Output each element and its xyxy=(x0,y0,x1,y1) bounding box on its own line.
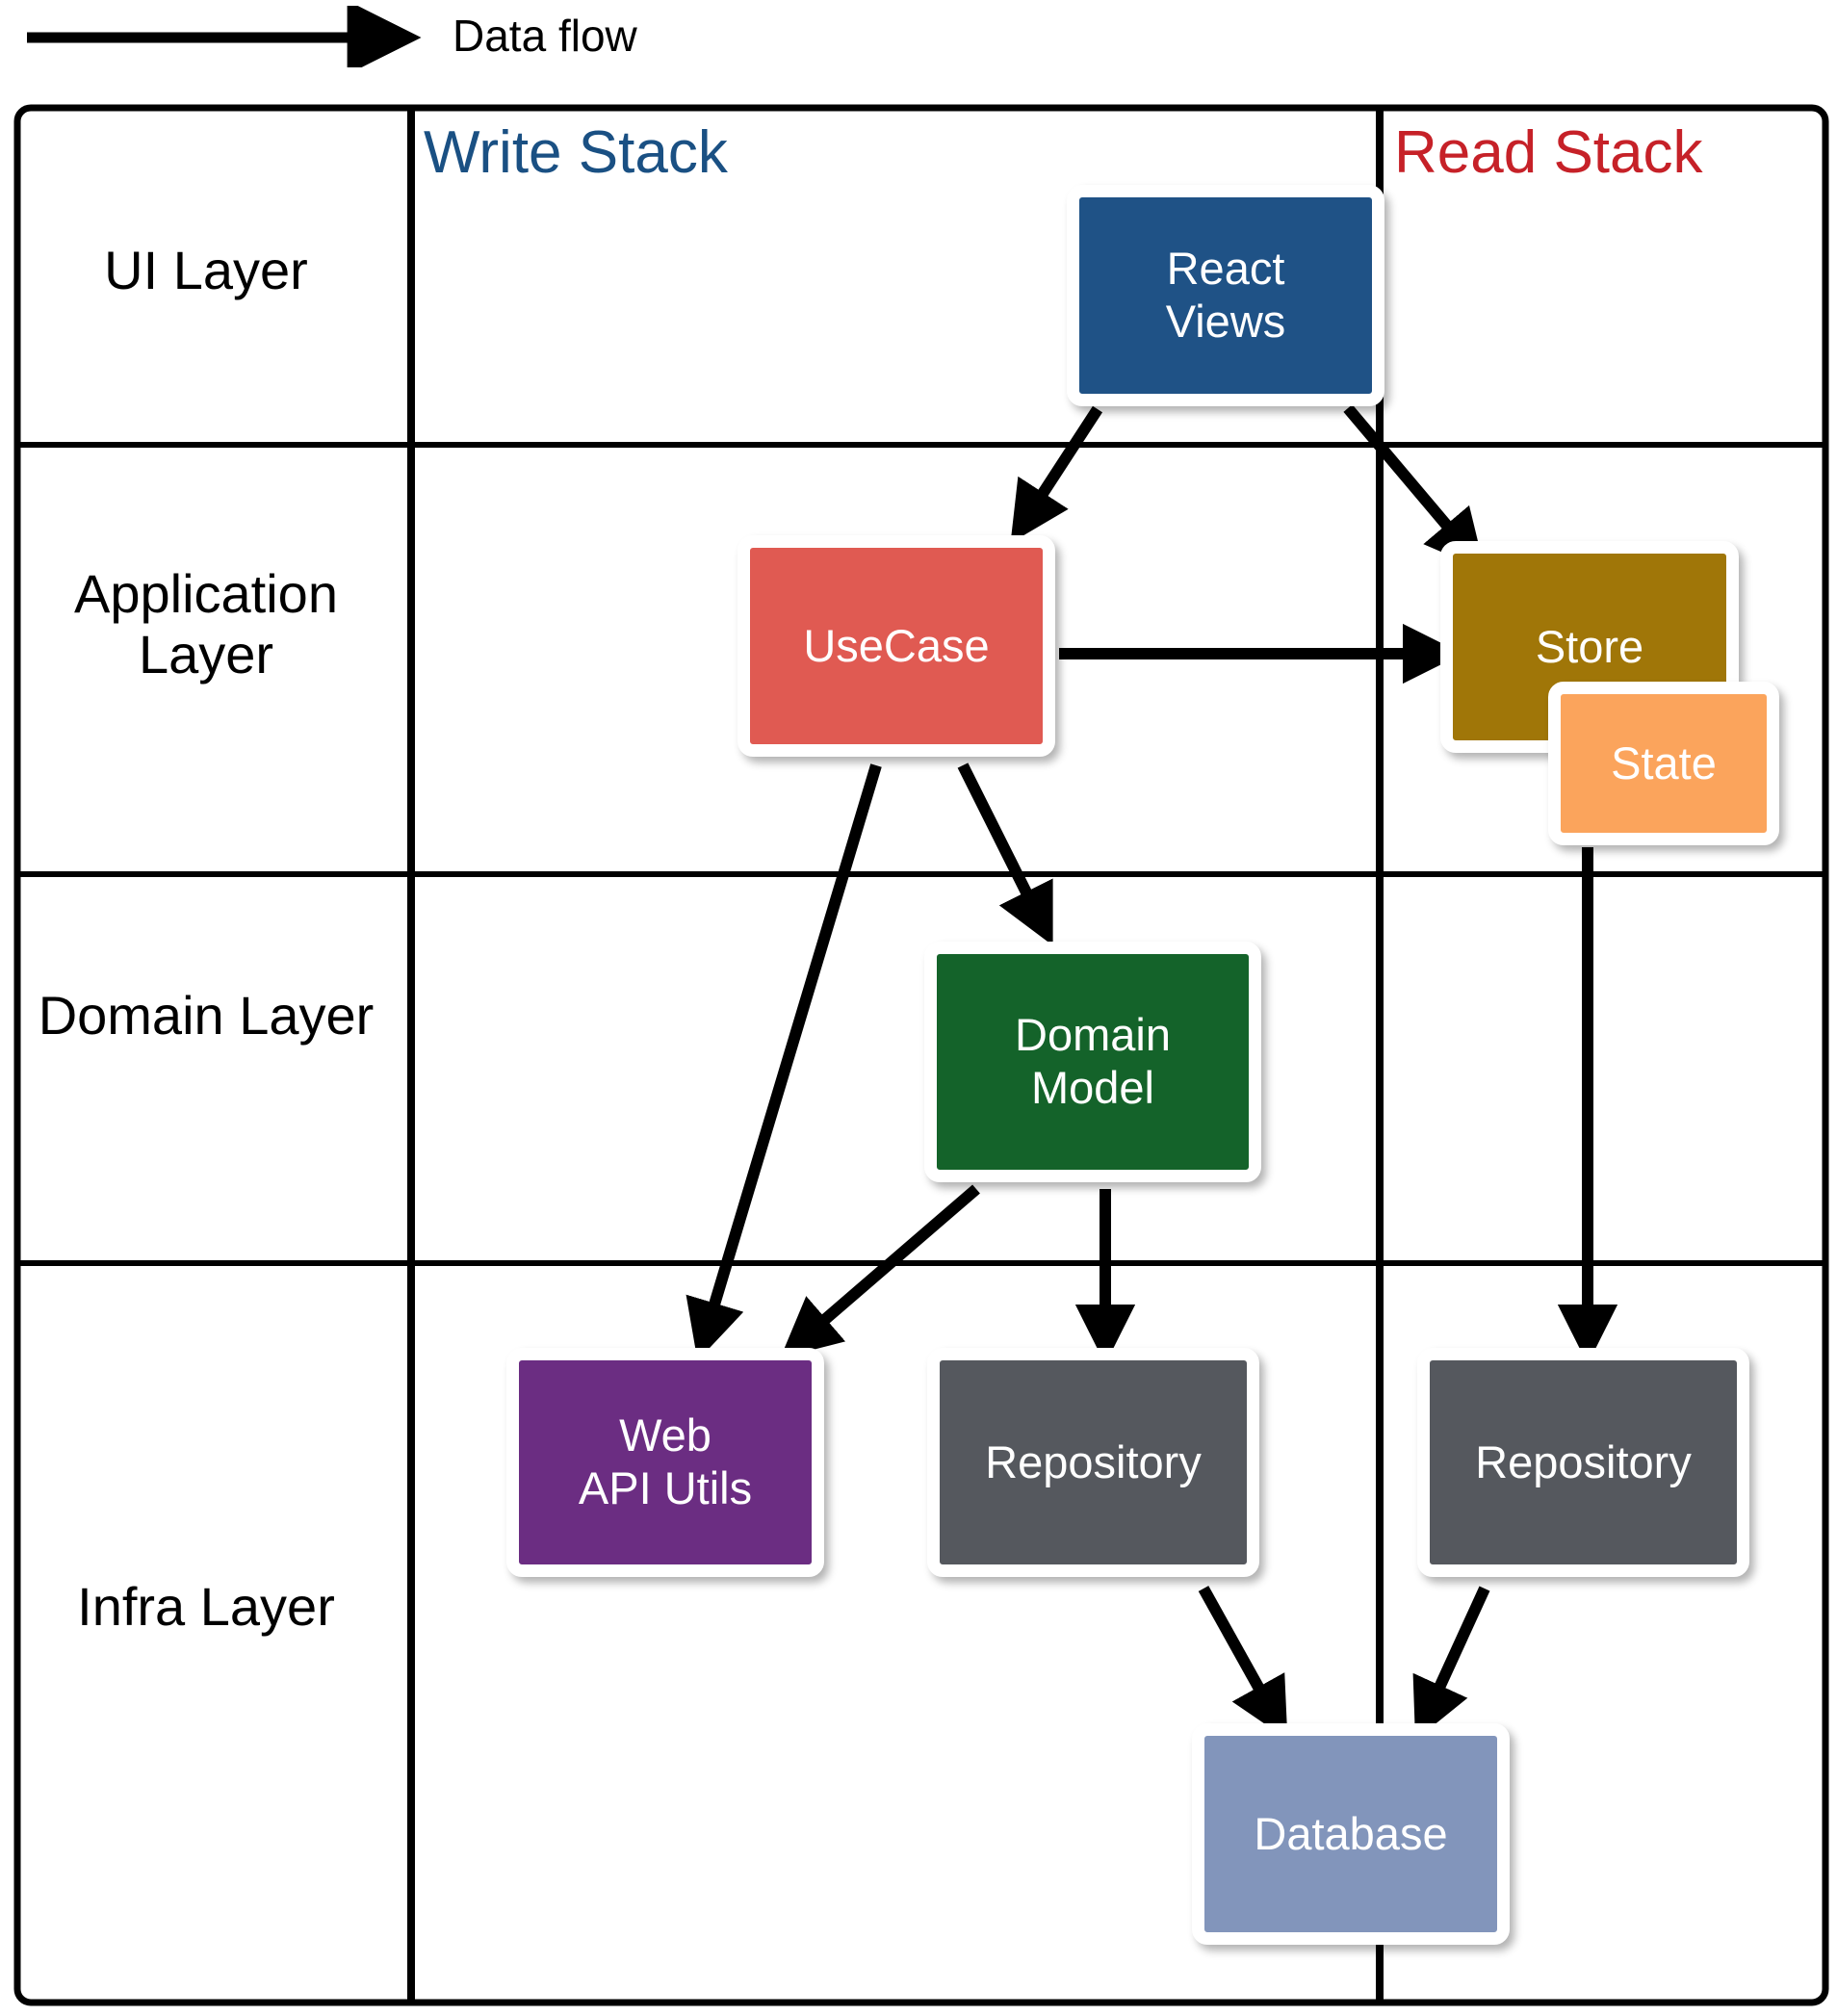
edge-repository-read-to-database xyxy=(1412,1586,1490,1741)
node-web-api-utils[interactable]: Web API Utils xyxy=(506,1348,824,1577)
edge-usecase-to-web-api-utils xyxy=(686,763,882,1361)
row-label-application-layer: Application Layer xyxy=(74,563,338,685)
legend-label: Data flow xyxy=(453,11,637,61)
edge-repository-write-to-database xyxy=(1198,1586,1288,1740)
legend: Data flow xyxy=(19,6,712,67)
stack-title-write: Write Stack xyxy=(424,119,728,186)
node-repository-read[interactable]: Repository xyxy=(1417,1348,1749,1577)
edge-domain-model-to-web-api-utils xyxy=(780,1184,980,1358)
node-repository-write-label: Repository xyxy=(985,1435,1202,1487)
node-react-views-label: React Views xyxy=(1165,243,1286,347)
row-label-ui-layer: UI Layer xyxy=(104,240,308,300)
node-domain-model-label: Domain Model xyxy=(1015,1009,1171,1113)
node-repository-read-label: Repository xyxy=(1475,1435,1692,1487)
node-store-label: Store xyxy=(1535,620,1644,672)
node-domain-model[interactable]: Domain Model xyxy=(924,942,1261,1182)
node-state[interactable]: State xyxy=(1548,682,1779,845)
node-usecase[interactable]: UseCase xyxy=(737,535,1055,757)
node-repository-write[interactable]: Repository xyxy=(927,1348,1259,1577)
row-label-infra-layer: Infra Layer xyxy=(77,1576,335,1637)
edge-react-views-to-usecase xyxy=(1010,405,1103,544)
grid-lines xyxy=(13,104,1829,2006)
edge-usecase-to-domain-model xyxy=(957,762,1053,946)
data-flow-arrow-icon xyxy=(27,6,422,67)
edge-react-views-to-store xyxy=(1343,404,1486,571)
node-web-api-utils-label: Web API Utils xyxy=(578,1409,753,1513)
node-react-views[interactable]: React Views xyxy=(1067,185,1384,406)
node-database-label: Database xyxy=(1254,1807,1448,1859)
node-state-label: State xyxy=(1611,737,1717,788)
node-database[interactable]: Database xyxy=(1192,1723,1510,1945)
stack-title-read: Read Stack xyxy=(1394,119,1703,186)
row-label-domain-layer: Domain Layer xyxy=(38,985,375,1046)
node-usecase-label: UseCase xyxy=(803,619,990,671)
